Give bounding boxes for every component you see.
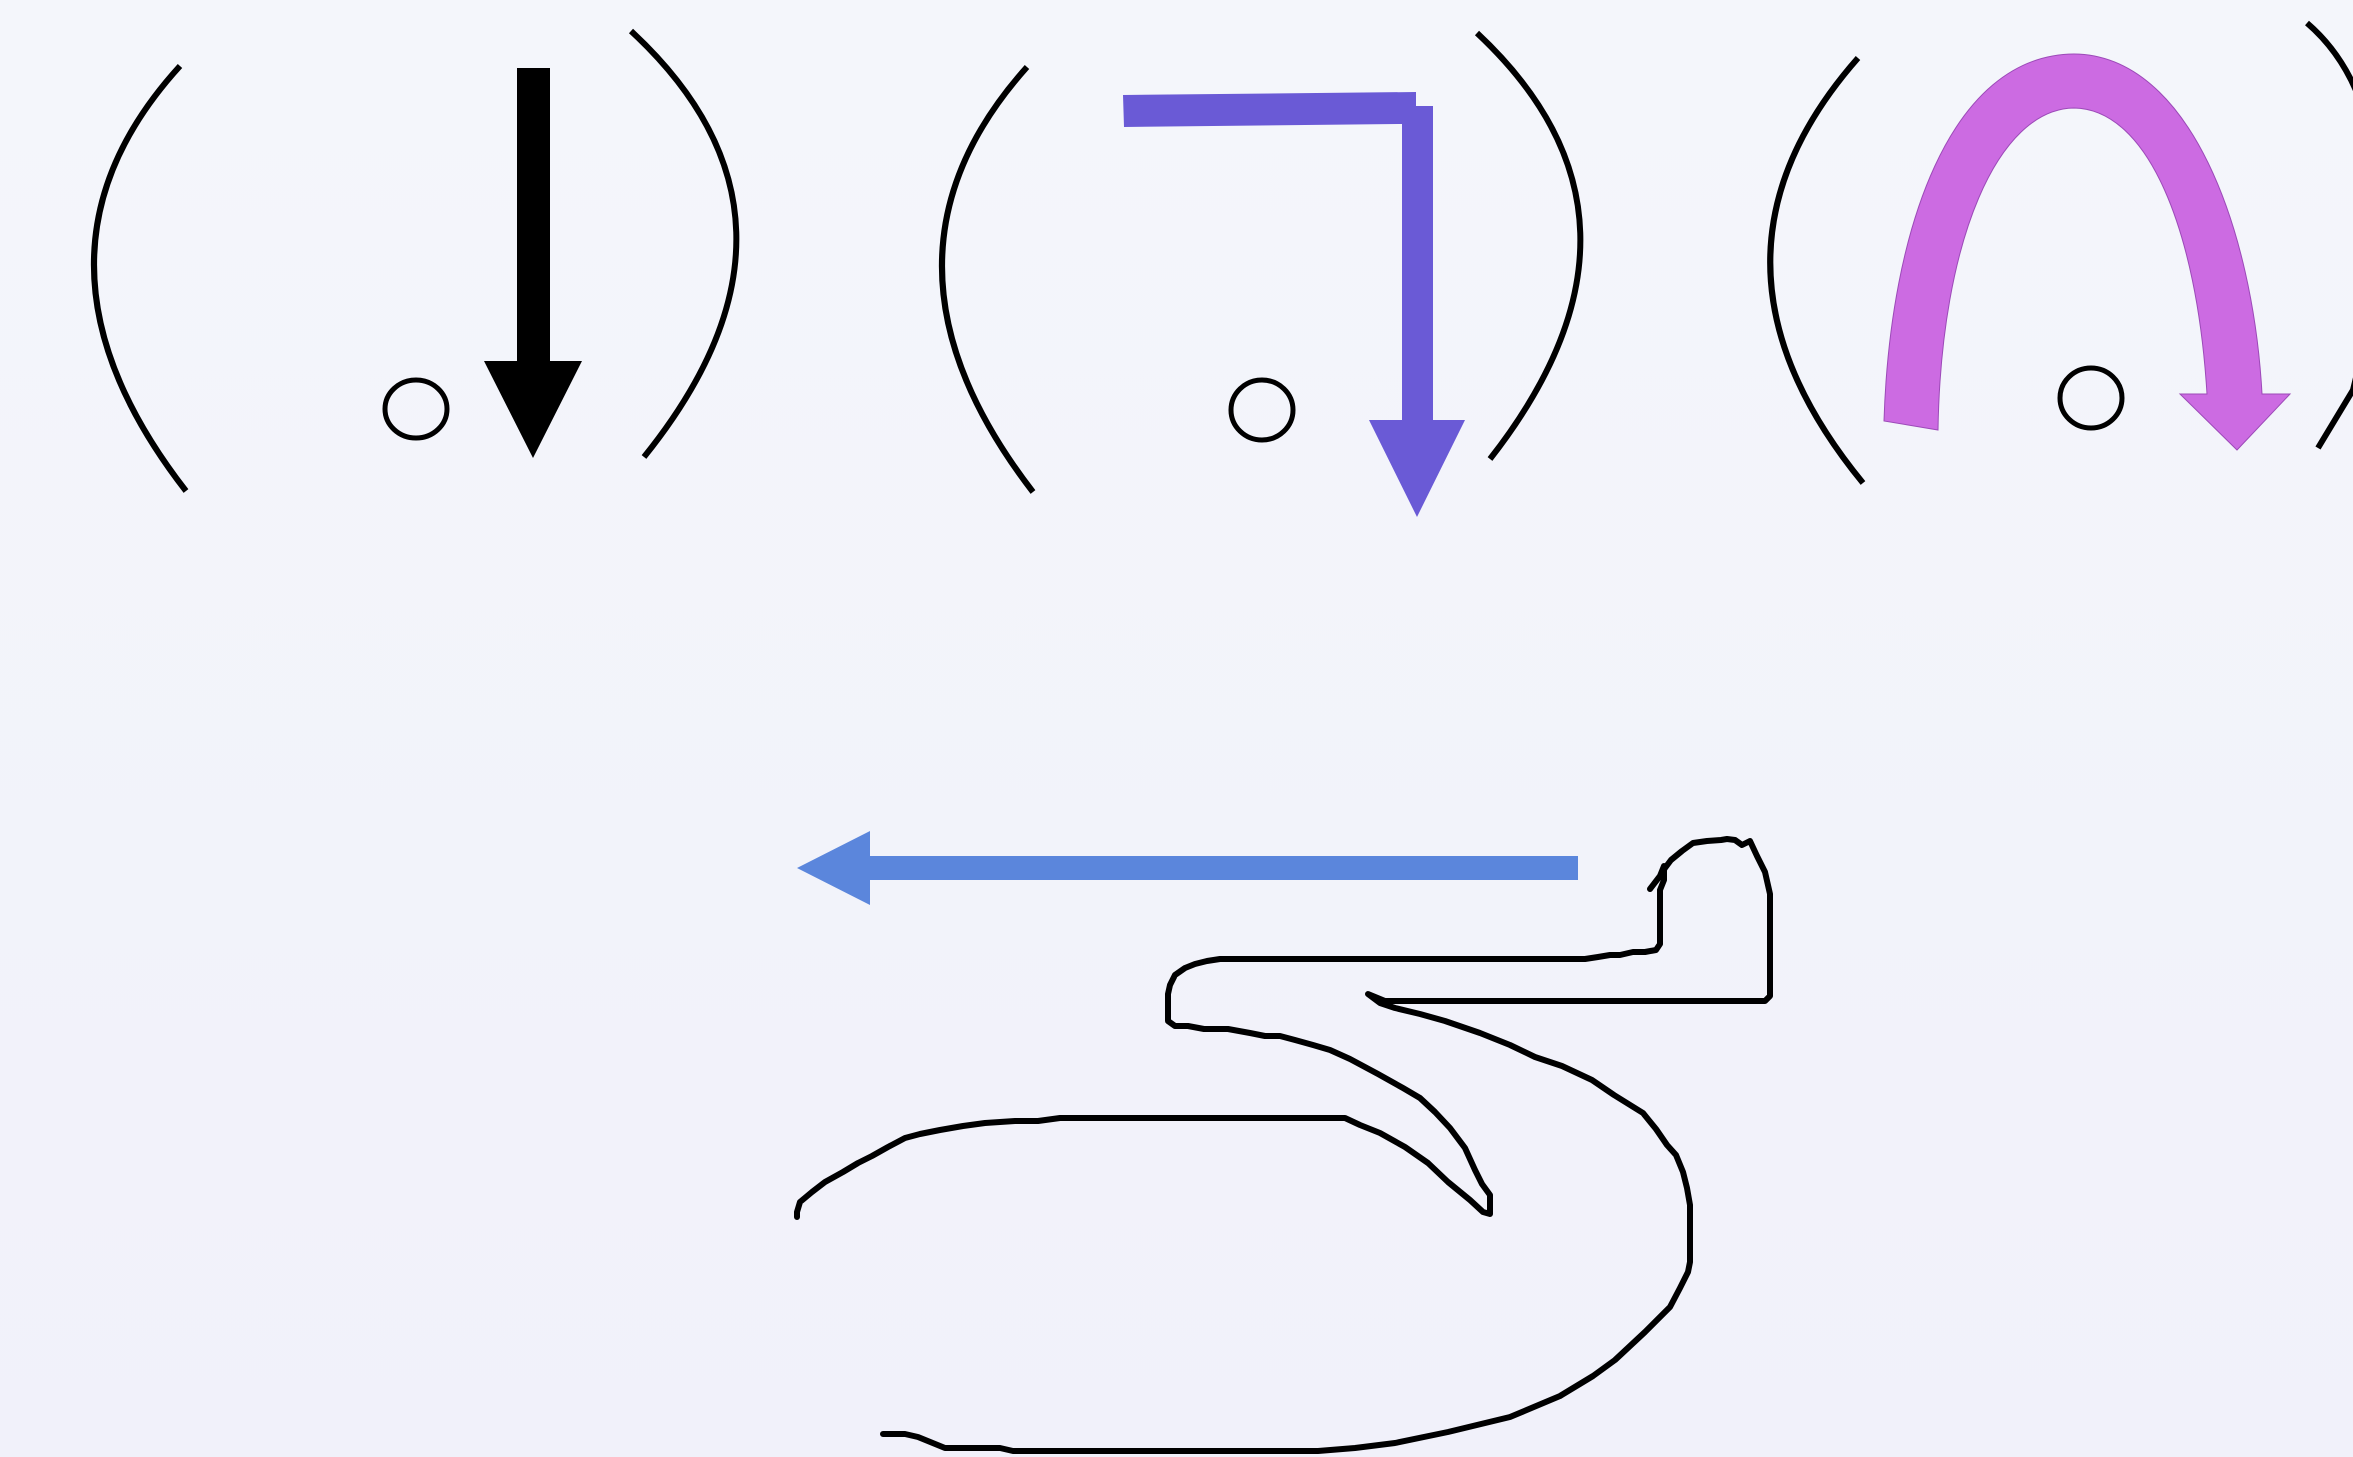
left-bracket	[94, 66, 186, 491]
left-arrow	[797, 831, 1578, 905]
origin-dot	[2060, 368, 2122, 428]
right-bracket	[2307, 23, 2353, 448]
right-bracket	[1477, 33, 1580, 459]
panel-turn-down	[942, 33, 1580, 517]
hand-drawn-five-outline	[797, 839, 1770, 1451]
left-bracket	[1770, 58, 1863, 483]
u-turn-arrow	[1884, 54, 2290, 450]
panel-straight-down	[94, 31, 736, 491]
bottom-section	[797, 831, 1770, 1451]
origin-dot	[1231, 380, 1293, 440]
left-bracket	[942, 67, 1033, 492]
right-angle-turn-arrow	[1123, 92, 1465, 517]
right-bracket	[631, 31, 736, 457]
panel-u-turn	[1770, 23, 2353, 483]
straight-down-arrow	[484, 68, 582, 458]
origin-dot	[385, 380, 447, 438]
